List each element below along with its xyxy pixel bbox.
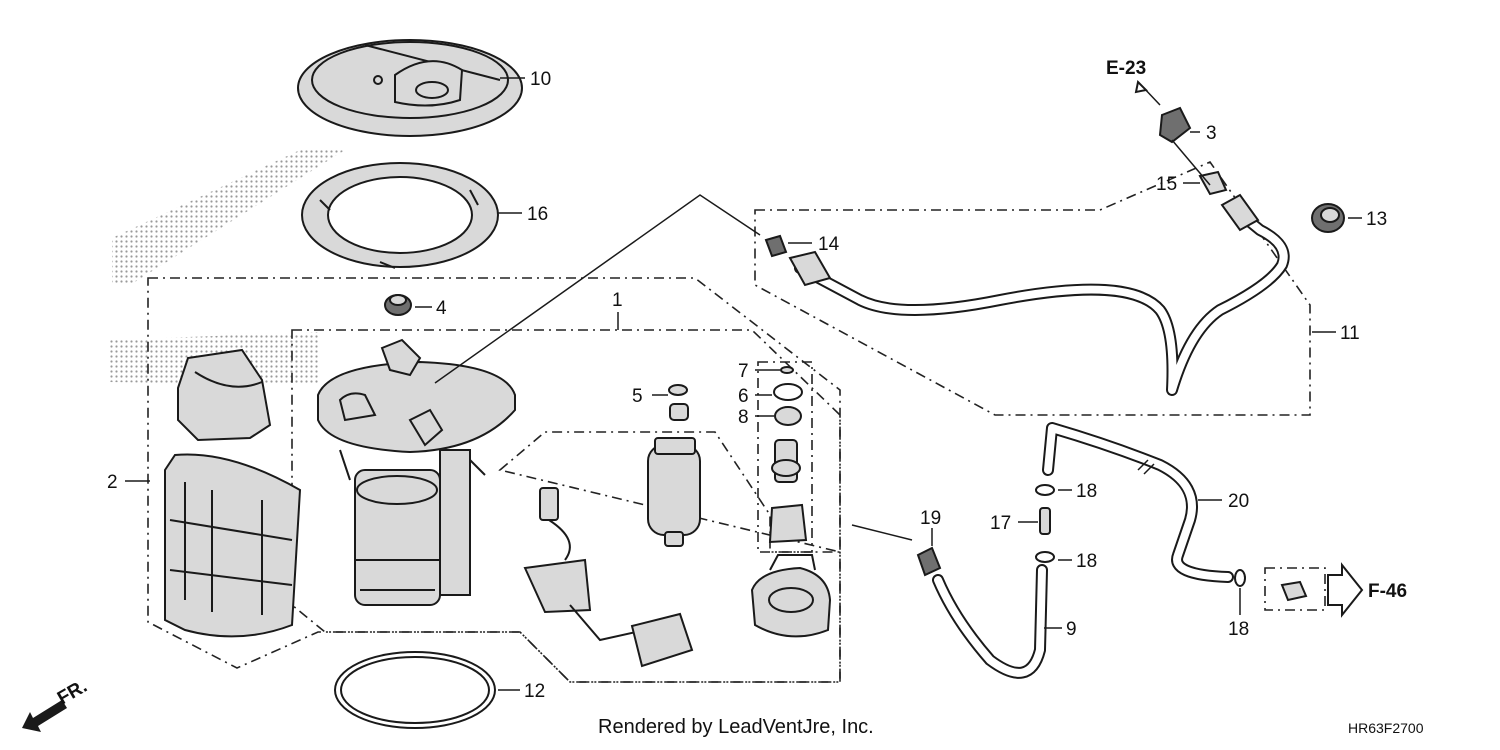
callout-12: 12 xyxy=(524,681,545,702)
callout-20: 20 xyxy=(1228,491,1249,512)
callout-18-bottom: 18 xyxy=(1228,619,1249,640)
callout-11: 11 xyxy=(1340,323,1360,344)
fuel-level-sender xyxy=(523,487,694,668)
callout-16: 16 xyxy=(527,204,548,225)
callout-19: 19 xyxy=(920,508,941,529)
regulator-box xyxy=(757,361,813,553)
hose-box-11 xyxy=(754,161,1311,416)
reference-f46: F-46 xyxy=(1368,581,1407,602)
part-9-hose xyxy=(932,564,1048,679)
parts-5-8-seals xyxy=(668,366,803,426)
assembly-boxes xyxy=(147,161,1326,683)
fuel-pump-motor xyxy=(647,437,701,547)
callout-3: 3 xyxy=(1206,123,1217,144)
part-20-tube xyxy=(1042,422,1234,583)
callout-labels: 10 16 4 1 2 5 7 6 8 3 15 13 14 11 12 9 1… xyxy=(107,69,1387,702)
reference-e23: E-23 xyxy=(1106,58,1146,79)
callout-2: 2 xyxy=(107,472,118,493)
part-19-grommet xyxy=(916,546,942,577)
callout-18-mid: 18 xyxy=(1076,551,1097,572)
callout-10: 10 xyxy=(530,69,551,90)
callout-14: 14 xyxy=(818,234,840,255)
callout-17: 17 xyxy=(990,513,1011,534)
diagram-code: HR63F2700 xyxy=(1348,720,1424,736)
callout-18-top: 18 xyxy=(1076,481,1097,502)
callout-7: 7 xyxy=(738,361,749,382)
pump-base xyxy=(750,554,832,638)
callout-1: 1 xyxy=(612,290,623,311)
assembly-box-inner xyxy=(291,329,841,683)
callout-8: 8 xyxy=(738,407,749,428)
tank-shading xyxy=(108,150,345,385)
part-1-pump-assembly xyxy=(317,338,516,606)
parts-17-18-clamps xyxy=(1035,484,1246,587)
part-16-lock-ring xyxy=(301,162,499,269)
callout-4: 4 xyxy=(436,298,447,319)
part-11-fuel-hose xyxy=(788,193,1290,396)
assembly-box-1 xyxy=(147,277,841,683)
front-direction-arrow-icon: FR. xyxy=(22,676,91,732)
callout-15: 15 xyxy=(1156,174,1177,195)
regulator-parts xyxy=(768,439,808,544)
part-10-tank-cover xyxy=(297,39,523,137)
f46-box xyxy=(1264,567,1326,611)
part-12-o-ring xyxy=(334,651,496,729)
part-2-pump-holder xyxy=(164,348,302,638)
clips-and-fittings xyxy=(764,106,1345,258)
leader-lines xyxy=(125,77,1362,691)
f46-arrow xyxy=(1280,562,1364,618)
callout-9: 9 xyxy=(1066,619,1077,640)
callout-13: 13 xyxy=(1366,209,1387,230)
part-4-grommet xyxy=(384,294,412,316)
rendered-by-credit: Rendered by LeadVentJre, Inc. xyxy=(598,716,874,738)
callout-6: 6 xyxy=(738,386,749,407)
callout-5: 5 xyxy=(632,386,643,407)
